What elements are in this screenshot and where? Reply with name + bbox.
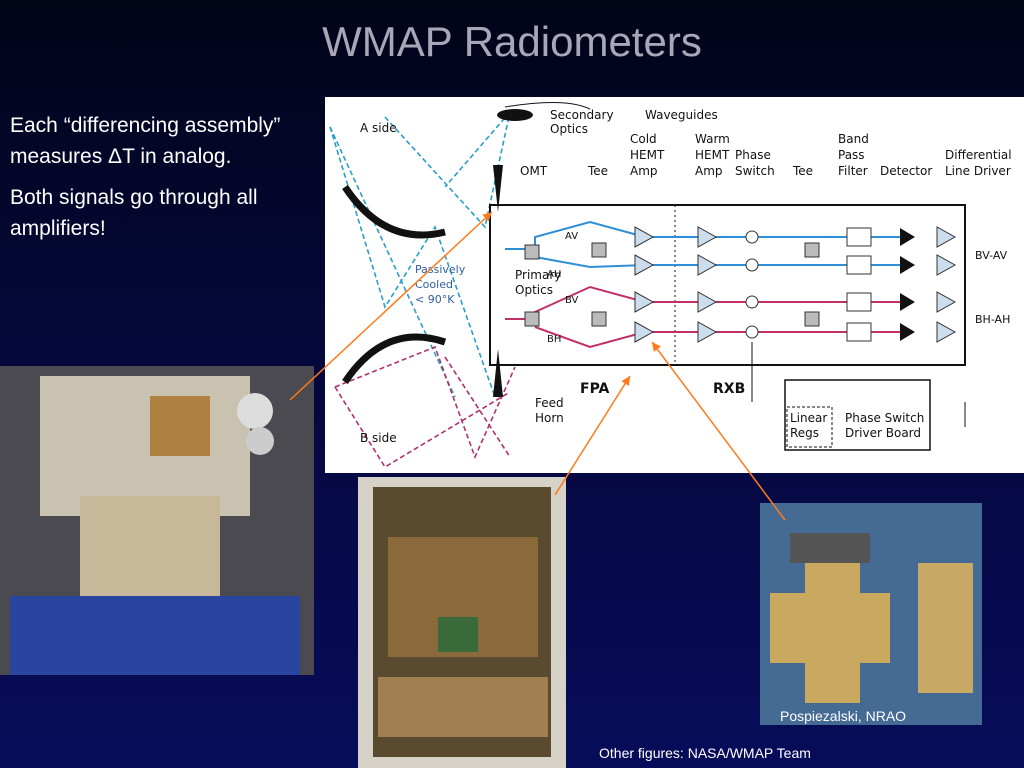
- schematic-svg: A side B side Secondary Optics Waveguide…: [329, 102, 1012, 469]
- label-feed-2: Horn: [535, 411, 564, 425]
- label-av: AV: [565, 231, 578, 242]
- label-detector: Detector: [880, 164, 932, 178]
- label-omt: OMT: [520, 164, 548, 178]
- label-primary-1: Primary: [515, 268, 561, 282]
- bullet-list: Each “differencing assembly” measures ΔT…: [10, 110, 300, 254]
- label-bh: BH: [547, 334, 561, 345]
- bullet-2: Both signals go through all amplifiers!: [10, 186, 258, 240]
- label-warm-3: Amp: [695, 164, 723, 178]
- label-waveguides: Waveguides: [645, 108, 718, 122]
- hemt-amplifier-photo: [760, 503, 982, 725]
- label-feed-1: Feed: [535, 396, 564, 410]
- label-b-side: B side: [360, 431, 397, 445]
- label-tee-2: Tee: [792, 164, 813, 178]
- label-bv: BV: [565, 295, 579, 306]
- label-primary-2: Optics: [515, 283, 553, 297]
- label-warm-2: HEMT: [695, 148, 730, 162]
- label-cold-2: HEMT: [630, 148, 665, 162]
- label-psd-2: Driver Board: [845, 426, 921, 440]
- label-out-1: BV-AV: [975, 249, 1008, 262]
- label-phase-2: Switch: [735, 164, 775, 178]
- label-band-1: Band: [838, 132, 869, 146]
- label-band-2: Pass: [838, 148, 865, 162]
- label-a-side: A side: [360, 121, 397, 135]
- label-band-3: Filter: [838, 164, 868, 178]
- label-cold-1: Cold: [630, 132, 657, 146]
- label-passive-3: < 90°K: [415, 293, 455, 306]
- label-line-driver-2: Line Driver: [945, 164, 1011, 178]
- label-out-2: BH-AH: [975, 313, 1010, 326]
- photo-credit: Pospiezalski, NRAO: [780, 708, 907, 724]
- label-ah: AH: [547, 269, 561, 280]
- radiometer-assembly-photo: [0, 366, 314, 675]
- slide-title: WMAP Radiometers: [322, 18, 702, 65]
- label-linear-2: Regs: [790, 426, 819, 440]
- label-secondary-optics-2: Optics: [550, 122, 588, 136]
- label-line-driver-1: Differential: [945, 148, 1012, 162]
- bullet-1: Each “differencing assembly” measures ΔT…: [10, 114, 281, 168]
- label-fpa: FPA: [580, 381, 610, 397]
- label-phase-1: Phase: [735, 148, 771, 162]
- radiometer-schematic: A side B side Secondary Optics Waveguide…: [325, 97, 1024, 473]
- label-linear-1: Linear: [790, 411, 827, 425]
- label-secondary-optics-1: Secondary: [550, 108, 614, 122]
- label-cold-3: Amp: [630, 164, 658, 178]
- label-rxb: RXB: [713, 381, 745, 397]
- label-warm-1: Warm: [695, 132, 730, 146]
- label-passive-1: Passively: [415, 263, 466, 276]
- figure-credit: Other figures: NASA/WMAP Team: [599, 745, 811, 761]
- label-tee-1: Tee: [587, 164, 608, 178]
- label-passive-2: Cooled: [415, 278, 453, 291]
- label-psd-1: Phase Switch: [845, 411, 924, 425]
- receiver-box-photo: [358, 477, 566, 768]
